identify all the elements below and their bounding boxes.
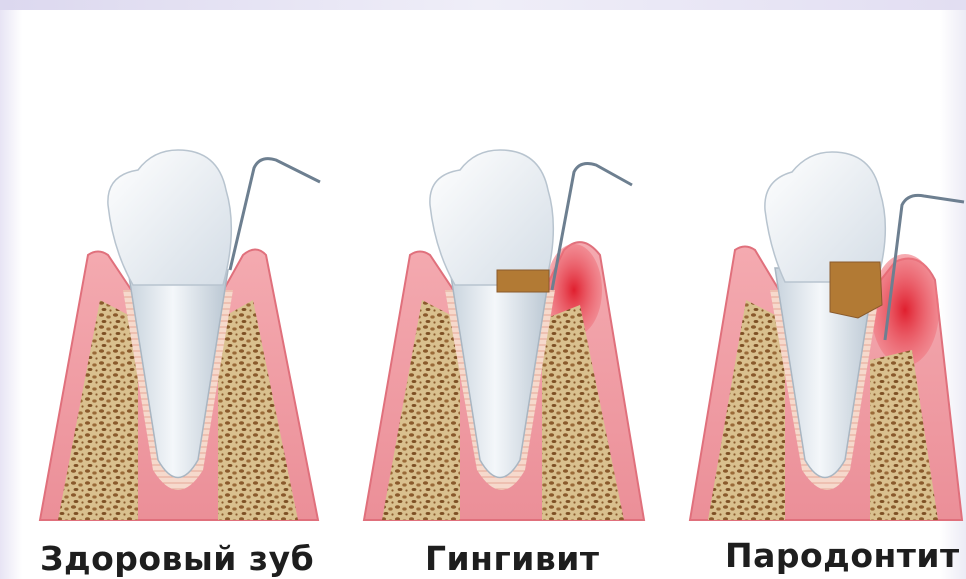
periodontitis-panel: [680, 0, 966, 579]
gingivitis-panel: [352, 0, 652, 579]
tartar-deposit: [830, 262, 882, 318]
gingivitis-label: Гингивит: [425, 539, 599, 578]
gingivitis-illustration: [352, 0, 652, 579]
dental-probe: [230, 159, 320, 270]
tooth-crown: [108, 150, 231, 285]
periodontitis-label: Пародонтит: [725, 536, 960, 575]
inflamed-gum: [871, 254, 939, 366]
healthy-tooth-panel: [28, 0, 328, 579]
periodontitis-illustration: [680, 0, 966, 579]
tartar-deposit: [497, 270, 549, 292]
healthy-label: Здоровый зуб: [40, 539, 314, 578]
healthy-tooth-illustration: [28, 0, 328, 579]
tooth-crown: [430, 150, 553, 285]
